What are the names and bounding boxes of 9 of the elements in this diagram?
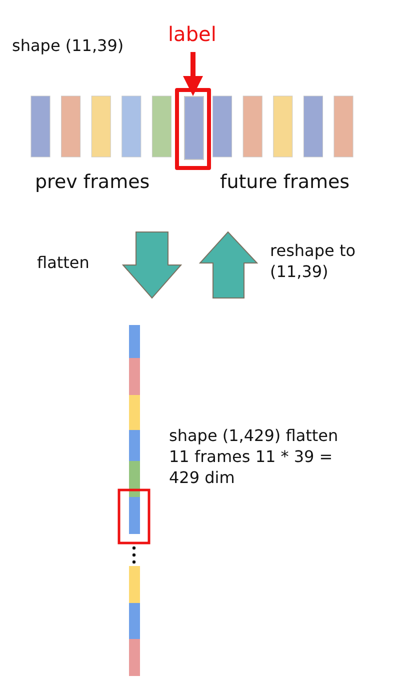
step-label: flatten bbox=[37, 253, 90, 272]
shape-label: shape (11,39) bbox=[12, 36, 124, 55]
group-label: prev frames bbox=[35, 171, 150, 193]
callout-text: label bbox=[168, 22, 218, 48]
shape-note: shape (1,429) flatten 11 frames 11 * 39 = 429 dim bbox=[169, 426, 340, 488]
step-label: reshape to (11,39) bbox=[270, 241, 356, 283]
group-label: future frames bbox=[220, 171, 350, 193]
arrow bbox=[183, 52, 203, 96]
highlighted-frame bbox=[175, 88, 211, 170]
